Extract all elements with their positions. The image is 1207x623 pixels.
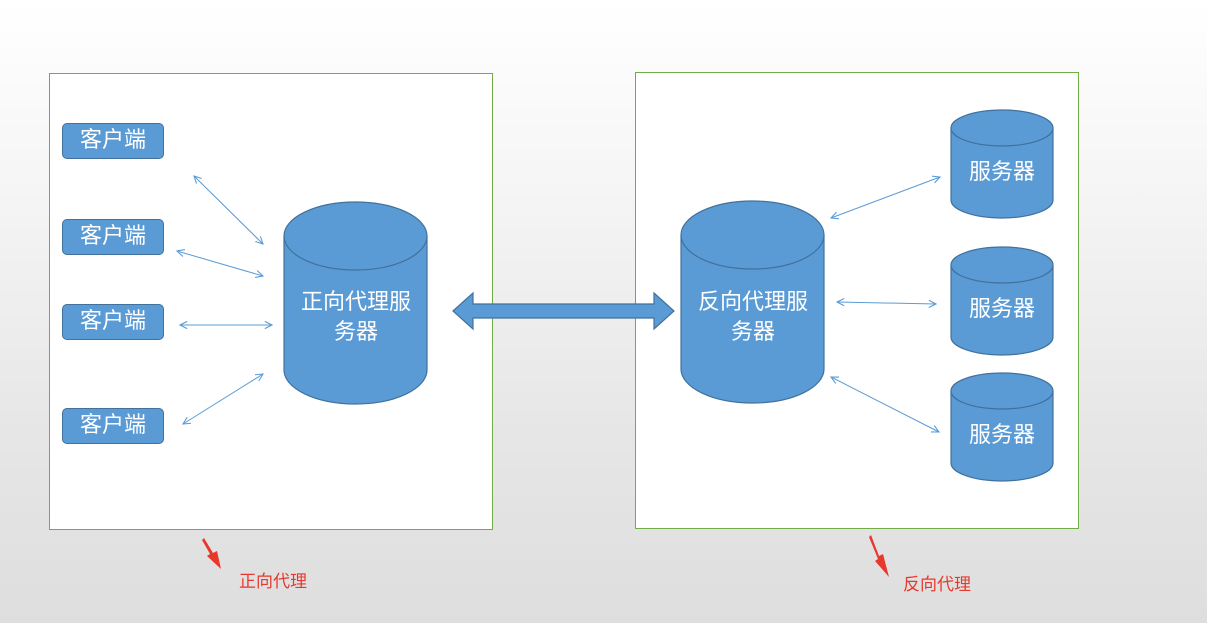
client-connector-arrow-2 [177, 251, 263, 276]
client-connector-arrow-1 [194, 176, 263, 244]
client-connector-arrow-4 [183, 374, 263, 424]
forward-proxy-server-cylinder [283, 201, 428, 405]
proxy-link-double-arrow [452, 291, 675, 331]
server-connector-arrow-2 [837, 302, 936, 304]
server-label-2: 服务器 [968, 297, 1035, 322]
reverse-proxy-server-label: 反向代理服 务器 [681, 288, 825, 348]
server-label-3: 服务器 [968, 423, 1035, 448]
forward-proxy-caption: 正向代理 [239, 572, 307, 592]
client-box-1: 客户端 [62, 123, 164, 159]
forward-proxy-server-label: 正向代理服 务器 [284, 288, 428, 348]
forward-caption-pointer-arrow [202, 538, 221, 569]
forward-proxy-server-label-line2: 务器 [333, 320, 378, 345]
reverse-proxy-server-label-line2: 务器 [730, 320, 775, 345]
server-label-1: 服务器 [968, 160, 1035, 185]
server-cylinder-3 [950, 372, 1054, 482]
client-box-4: 客户端 [62, 408, 164, 444]
reverse-proxy-caption: 反向代理 [903, 575, 971, 595]
reverse-proxy-server-cylinder [680, 200, 825, 404]
server-connector-arrow-3 [831, 377, 939, 432]
server-cylinder-2 [950, 246, 1054, 356]
forward-proxy-server-label-line1: 正向代理服 [300, 290, 411, 315]
client-box-3: 客户端 [62, 304, 164, 340]
server-cylinder-1 [950, 109, 1054, 219]
reverse-caption-pointer-arrow [869, 535, 889, 577]
reverse-proxy-server-label-line1: 反向代理服 [697, 290, 808, 315]
server-connector-arrow-1 [831, 177, 940, 218]
client-box-2: 客户端 [62, 219, 164, 255]
